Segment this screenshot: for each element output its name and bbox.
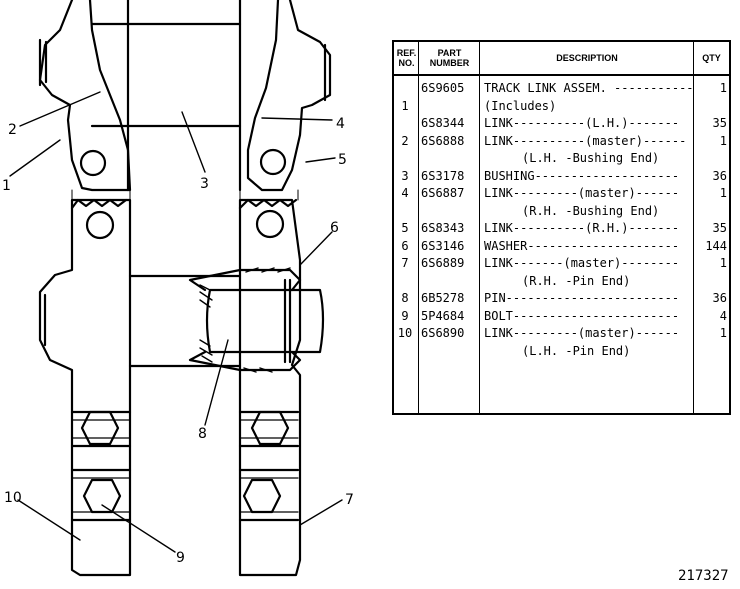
cell-ref: 1 [401,98,409,113]
lower-right-link [238,198,302,577]
cell-desc: (L.H. -Pin End) [522,343,631,358]
cell-qty: 35 [712,116,727,130]
figure-number: 217327 [678,568,729,584]
shoe-bolt-upper-right [250,410,290,446]
cell-ref: 6 [401,238,409,253]
cell-part: 6S8343 [421,221,465,235]
table-row: (R.H. -Bushing End) [394,203,729,220]
cell-qty: 36 [712,168,727,183]
cell-desc: (R.H. -Bushing End) [522,203,660,218]
table-row: 3 6S3178 BUSHING-------------------- 36 [394,168,729,185]
table-row: 2 6S6888 LINK----------(master)------ 1 [394,133,729,150]
table-row: 9 5P4684 BOLT----------------------- 4 [394,308,729,325]
table-row: (L.H. -Bushing End) [394,150,729,167]
cell-part: 6S6888 [421,133,465,148]
cell-ref: 7 [401,256,409,270]
table-row: 1 (Includes) [394,98,729,115]
upper-bushing [90,22,242,128]
cell-desc: LINK----------(R.H.)------- [484,221,680,235]
cell-desc: BOLT----------------------- [484,308,680,323]
cell-part: 6S3178 [421,168,465,183]
cell-desc: WASHER--------------------- [484,238,680,253]
track-link-diagram: 1 2 3 4 5 6 7 8 9 10 [2,0,354,577]
cell-part: 6S8344 [421,116,465,130]
shoe-bolt-lower-left [82,478,122,514]
cell-qty: 35 [712,221,727,235]
callout-1: 1 [2,178,11,194]
cell-desc: LINK---------(master)------ [484,326,680,340]
cell-ref: 5 [401,221,409,235]
callout-10: 10 [4,490,22,506]
table-row: 10 6S6890 LINK---------(master)------ 1 [394,325,729,342]
header-qty: QTY [694,42,729,76]
cell-qty: 36 [712,291,727,305]
parts-table: REF. NO. PART NUMBER DESCRIPTION QTY 6S9… [392,40,731,415]
cell-ref: 3 [401,168,409,183]
table-row: 5 6S8343 LINK----------(R.H.)------- 35 [394,220,729,237]
table-row: 6S8344 LINK----------(L.H.)------- 35 [394,115,729,132]
cell-desc: (L.H. -Bushing End) [522,151,660,165]
cell-part: 6S6890 [421,326,465,340]
header-description: DESCRIPTION [480,42,694,76]
cell-ref: 9 [401,308,409,323]
cell-desc: (Includes) [484,98,557,113]
cell-qty: 1 [719,133,727,148]
cell-part: 6S9605 [421,81,465,95]
lower-left-link [38,198,132,577]
pin [205,288,325,354]
table-row: 4 6S6887 LINK---------(master)------ 1 [394,185,729,202]
callout-7: 7 [345,492,354,508]
shoe-bolt-lower-right [242,478,282,514]
cell-ref: 10 [397,326,413,340]
cell-qty: 1 [719,326,727,340]
cell-qty: 1 [719,256,727,270]
callout-9: 9 [176,550,185,566]
callout-6: 6 [330,220,339,236]
table-row: (L.H. -Pin End) [394,343,729,360]
cell-part: 6B5278 [421,291,465,305]
cell-desc: LINK-------(master)-------- [484,256,680,270]
upper-left-bolt-hole [79,149,107,177]
cell-desc: (R.H. -Pin End) [522,273,631,288]
table-row: 6S9605 TRACK LINK ASSEM. --------------- 1 [394,80,729,97]
cell-desc: LINK---------(master)------ [484,186,680,200]
cell-desc: TRACK LINK ASSEM. --------------- [484,81,694,95]
table-row: (R.H. -Pin End) [394,273,729,290]
cell-part: 6S6887 [421,186,465,200]
shoe-bolt-upper-left [80,410,120,446]
cell-qty: 144 [705,238,727,253]
callout-8: 8 [198,426,207,442]
callout-3: 3 [200,176,209,192]
cell-qty: 4 [719,308,727,323]
callout-5: 5 [338,152,347,168]
cell-desc: BUSHING-------------------- [484,168,680,183]
callout-4: 4 [336,116,345,132]
cell-qty: 1 [719,186,727,200]
lower-right-bolt-hole [255,209,285,239]
header-ref-no: REF. NO. [394,42,419,76]
upper-left-link [38,0,132,192]
cell-qty: 1 [719,81,727,95]
cell-part: 5P4684 [421,308,465,323]
cell-part: 6S3146 [421,238,465,253]
lower-left-bolt-hole [85,210,115,240]
cell-ref: 4 [401,186,409,200]
cell-ref: 2 [401,133,409,148]
upper-right-link [238,0,332,192]
cell-desc: PIN------------------------ [484,291,680,305]
cell-desc: LINK----------(L.H.)------- [484,116,680,130]
header-part-number: PART NUMBER [419,42,480,76]
cell-desc: LINK----------(master)------ [484,133,687,148]
cell-ref: 8 [401,291,409,305]
table-row: 8 6B5278 PIN------------------------ 36 [394,290,729,307]
upper-right-bolt-hole [259,148,287,176]
table-row: 7 6S6889 LINK-------(master)-------- 1 [394,255,729,272]
table-row: 6 6S3146 WASHER--------------------- 144 [394,238,729,255]
cell-part: 6S6889 [421,256,465,270]
callout-2: 2 [8,122,17,138]
